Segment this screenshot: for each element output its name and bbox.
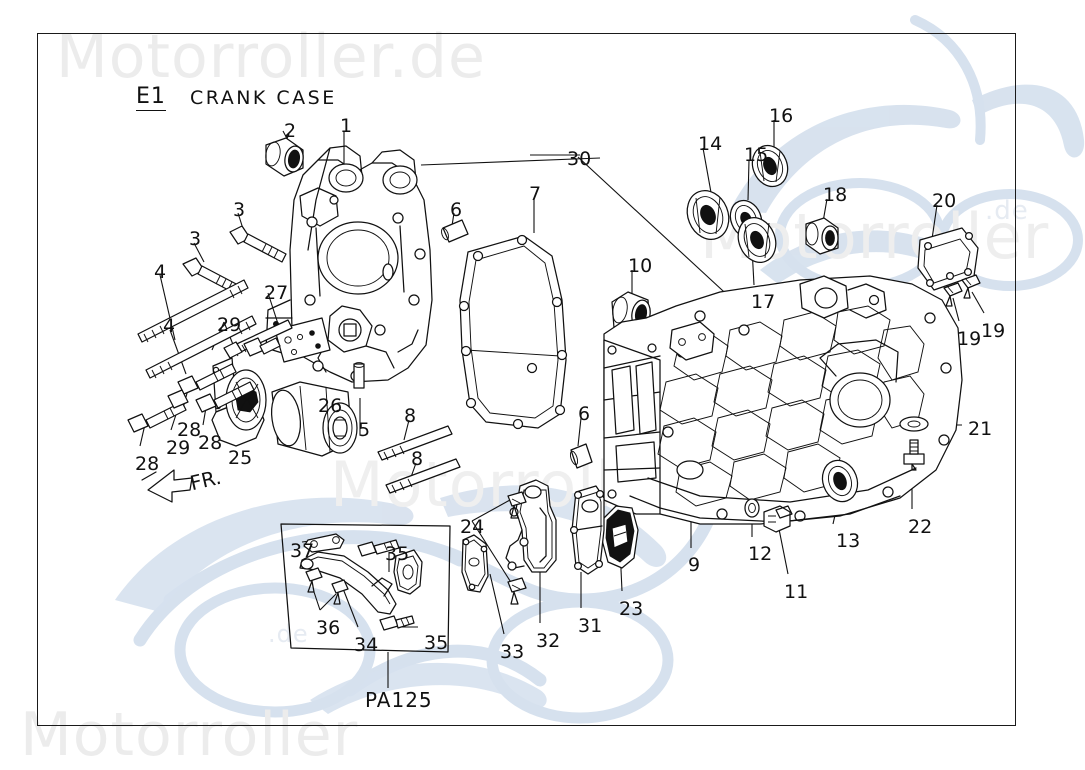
callout-washer-21[interactable]: 21 [968,418,993,440]
callout-bolt-28-c[interactable]: 28 [198,432,223,454]
callout-screw-19-right[interactable]: 19 [981,320,1006,342]
callout-bolt-35-lower[interactable]: 35 [424,632,449,654]
callout-ball-bearing-15[interactable]: 15 [744,144,769,166]
watermark-de-right: .de [985,196,1029,226]
callout-oil-pump[interactable]: 25 [228,447,253,469]
callout-bolt-flange-upper[interactable]: 3 [233,199,246,221]
watermark-de-bottom: .de [268,620,309,648]
callout-leader-30-assembly[interactable]: 30 [567,148,592,170]
callout-ball-bearing-14[interactable]: 14 [698,133,723,155]
callout-bolt-22[interactable]: 22 [908,516,933,538]
callout-bushing-upper[interactable]: 2 [284,120,297,142]
callout-crankcase-gasket[interactable]: 7 [529,183,542,205]
callout-oil-strainer[interactable]: 23 [619,598,644,620]
callout-bolt-28-b[interactable]: 28 [177,419,202,441]
callout-crankcase-left-half[interactable]: 9 [688,554,701,576]
callout-drain-plug[interactable]: 11 [784,581,809,603]
callout-stud-long-lower[interactable]: 4 [163,315,176,337]
callout-bolt-28-a[interactable]: 28 [135,453,160,475]
watermark-bottom: Motorroller [20,700,359,770]
callout-crankcase-right-half[interactable]: 1 [340,115,353,137]
callout-cover-plate-31[interactable]: 31 [578,615,603,637]
callout-oil-seal-crank[interactable]: 13 [836,530,861,552]
callout-bushing-18[interactable]: 18 [823,184,848,206]
callout-ball-bearing-16[interactable]: 16 [769,105,794,127]
callout-stud-bolt-upper[interactable]: 8 [404,405,417,427]
callout-bolt-35-upper[interactable]: 35 [385,543,410,565]
callout-stud-bolt-lower[interactable]: 8 [411,448,424,470]
callout-sealing-washer[interactable]: 12 [748,543,773,565]
callout-gasket-33[interactable]: 33 [500,641,525,663]
variant-box-label: PA125 [365,688,433,712]
callout-bolt-36[interactable]: 36 [316,617,341,639]
callout-dowel-pin-small[interactable]: 5 [358,419,371,441]
callout-ball-bearing-17[interactable]: 17 [751,291,776,313]
callout-stud-long-upper[interactable]: 4 [154,261,167,283]
callout-dowel-pin-upper[interactable]: 6 [450,199,463,221]
callout-bolt-flange-lower[interactable]: 3 [189,228,202,250]
callout-oil-pipe-bracket[interactable]: 32 [536,630,561,652]
diagram-code: E1 [136,84,166,111]
callout-bolt-24[interactable]: 24 [460,516,485,538]
callout-bushing-left[interactable]: 10 [628,255,653,277]
callout-oil-filter[interactable]: 26 [318,395,343,417]
callout-cover-plate[interactable]: 20 [932,190,957,212]
callout-dowel-pin-lower[interactable]: 6 [578,403,591,425]
callout-bolt-29-a[interactable]: 29 [166,437,191,459]
callout-oil-pipe[interactable]: 34 [354,634,379,656]
callout-gasket-plate-27[interactable]: 27 [264,282,289,304]
callout-bolt-29-b[interactable]: 29 [217,314,242,336]
callout-screw-19-left[interactable]: 19 [957,328,982,350]
page-title: CRANK CASE [190,87,337,109]
diagram-frame [37,33,1016,726]
callout-clip-37[interactable]: 37 [290,540,315,562]
